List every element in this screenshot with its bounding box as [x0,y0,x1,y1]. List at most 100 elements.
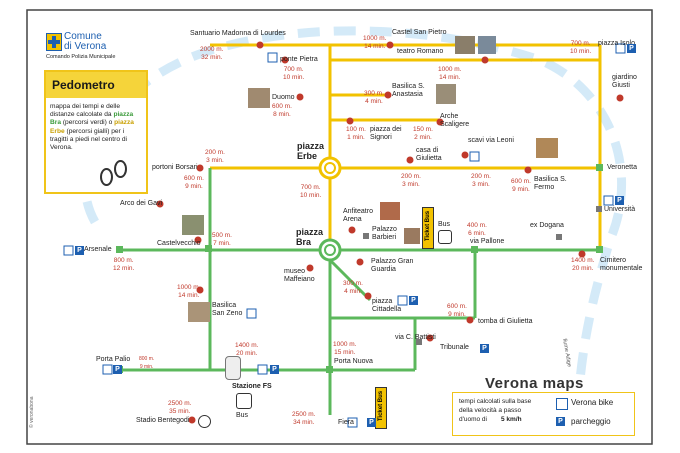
label-basilica-zeno[interactable]: Basilica San Zeno [212,302,243,317]
dist-anastasia: 300 m.4 min. [364,90,384,105]
legend-bike-icon [556,398,568,410]
label-ex-dogana[interactable]: ex Dogana [530,222,564,229]
label-duomo[interactable]: Duomo [272,94,295,101]
label-via-pallone[interactable]: via Pallone [470,238,505,245]
label-universita[interactable]: Università [604,206,636,213]
legend-bike: Verona bike [571,398,614,407]
dist-teatro: 1000 m.14 min. [438,66,462,81]
brand-title: Verona maps [485,375,584,392]
legend-parking: parcheggio [571,417,611,426]
label-bus[interactable]: Bus [438,221,451,228]
legend-note-3: d'uomo di [459,416,487,423]
label-portoni-borsari[interactable]: portoni Borsari [152,164,198,171]
dist-pallone: 400 m.6 min. [467,222,487,237]
label-basilica-fermo[interactable]: Basilica S. Fermo [534,176,567,191]
dist-santuario: 2000 m.32 min. [200,46,224,61]
legend-parking-icon: P [556,417,565,426]
parking-icon: P [75,246,84,255]
gray-markers [363,206,602,345]
legend-box: tempi calcolati sulla base della velocit… [452,392,635,436]
parking-icon: P [113,365,122,374]
city-name-line1: Comune [64,31,102,42]
hub-erbe-label[interactable]: piazza Erbe [297,141,325,161]
parking-icon: P [409,296,418,305]
pedometro-title: Pedometro [46,72,146,98]
dist-stadio: 2500 m.35 min. [168,400,192,415]
label-piazza-cittadella[interactable]: piazza Cittadella [372,298,402,313]
dist-fermo: 600 m.9 min. [511,178,531,193]
city-name-line2: di Verona [64,41,107,52]
pedometro-description: mappa dei tempi e delle distanze calcola… [46,98,146,157]
label-anfiteatro[interactable]: Anfiteatro Arena [343,208,373,223]
dist-zeno: 1000 m.14 min. [177,284,201,299]
ticket-bus-text-2: Ticket Bus [378,390,384,422]
dist-castelvecchio: 500 m.7 min. [212,232,232,247]
label-piazza-signori[interactable]: piazza dei Signori [370,126,402,141]
dist-tomba: 600 m.9 min. [447,303,467,318]
label-bus-station[interactable]: Bus [236,412,249,419]
coat-of-arms-icon [46,33,62,51]
label-castel-san-pietro[interactable]: Castel San Pietro [392,29,447,36]
label-gran-guardia[interactable]: Palazzo Gran Guardia [371,258,414,273]
parking-icon: P [270,365,279,374]
label-casa-giulietta[interactable]: casa di Giulietta [416,147,442,162]
label-porta-nuova[interactable]: Porta Nuova [334,358,373,365]
dist-porta-nuova: 1000 m.15 min. [333,341,357,356]
dist-palio: 800 m.9 min. [139,356,155,370]
label-cimitero[interactable]: Cimitero monumentale [600,257,643,272]
label-santuario[interactable]: Santuario Madonna di Lourdes [190,30,286,37]
label-palazzo-barbieri[interactable]: Palazzo Barbieri [372,226,397,241]
parking-icon: P [615,196,624,205]
ticket-bus-sign-1: Ticket Bus [422,207,434,249]
label-museo-maffeiano[interactable]: museo Maffeiano [284,268,315,283]
dist-leoni: 200 m.3 min. [471,173,491,188]
label-scavi-leoni[interactable]: scavi via Leoni [468,137,514,144]
label-giardino-giusti[interactable]: giardino Giusti [612,74,637,89]
hub-bra[interactable] [318,238,342,262]
dist-cimitero: 1400 m.20 min. [571,257,595,272]
parking-icon: P [480,344,489,353]
label-arco-gavi[interactable]: Arco dei Gavi [120,200,163,207]
label-porta-palio[interactable]: Porta Palio [96,356,131,363]
landmark-photos [182,36,558,322]
label-teatro-romano[interactable]: teatro Romano [397,48,444,55]
label-piazza-isolo[interactable]: piazza Isolo [598,40,635,47]
label-arche-scaligere[interactable]: Arche Scaligere [440,113,470,128]
label-arsenale[interactable]: Arsenale [84,246,112,253]
dist-arche: 150 m.2 min. [413,126,433,141]
hub-erbe[interactable] [318,156,342,180]
label-fiera[interactable]: Fiera [338,419,354,426]
dist-erbe-bra: 700 m.10 min. [300,184,322,199]
legend-note-1: tempi calcolati sulla base [459,398,532,405]
label-veronetta[interactable]: Veronetta [607,164,637,171]
legend-note-2: della velocità a passo [459,407,522,414]
label-castelvecchio[interactable]: Castelvecchio [157,240,201,247]
ticket-bus-text-1: Ticket Bus [425,210,431,242]
dist-duomo: 600 m.8 min. [272,103,292,118]
destination-dots [156,41,624,424]
dist-ponte: 700 m.10 min. [283,66,305,81]
parking-icon: P [367,418,376,427]
desc-part-2: (percorsi verdi) o [62,119,113,127]
desc-part-3: (percorsi gialli) per i tragitti a piedi… [50,127,127,152]
desc-piazza-erbe: piazza Erbe [50,119,134,135]
dist-fiera: 2500 m.34 min. [292,411,316,426]
legend-speed: 5 km/h [501,416,522,423]
dist-cittadella: 300 m.4 min. [343,280,363,295]
label-tribunale[interactable]: Tribunale [440,344,469,351]
authority-label: Comando Polizia Municipale [46,54,116,60]
desc-part-1: mappa dei tempi e delle distanze calcola… [50,103,121,119]
pedometro-box: Pedometro mappa dei tempi e delle distan… [44,70,148,194]
football-icon [198,415,211,428]
dist-castel: 1000 m.14 min. [363,35,387,50]
label-tomba-giulietta[interactable]: tomba di Giulietta [478,318,533,325]
dist-arsenale: 800 m.12 min. [113,257,135,272]
label-stazione-fs[interactable]: Stazione FS [232,383,272,390]
bus-icon [236,393,252,409]
hub-bra-label[interactable]: piazza Bra [296,227,324,247]
label-basilica-anastasia[interactable]: Basilica S. Anastasia [392,83,425,98]
label-via-battisti[interactable]: via C. Battisti [395,334,436,341]
label-stadio[interactable]: Stadio Bentegodi [136,417,190,424]
label-ponte-pietra[interactable]: ponte Pietra [280,56,318,63]
dist-giulietta: 200 m.3 min. [401,173,421,188]
